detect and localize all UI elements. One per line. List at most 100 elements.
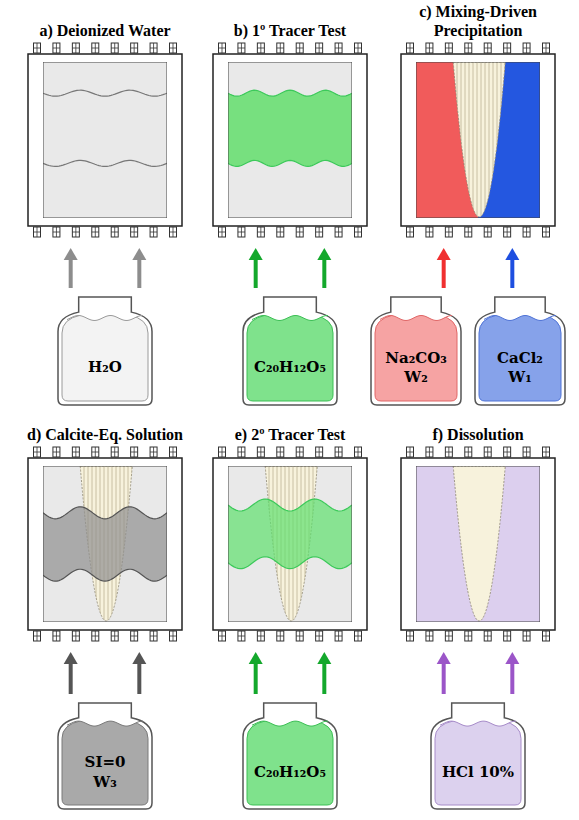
bolt xyxy=(238,227,245,237)
bolt xyxy=(92,447,99,457)
bolt xyxy=(170,43,177,53)
bolt xyxy=(111,631,118,641)
bolt xyxy=(543,227,550,237)
arrow-shaft xyxy=(69,259,73,288)
reagent-bottle: Na₂CO₃W₂ xyxy=(370,296,462,406)
bolt xyxy=(53,227,60,237)
arrow-shaft xyxy=(442,259,446,288)
bolt xyxy=(150,227,157,237)
arrow-head xyxy=(505,652,519,664)
flow-cell-panel: f) Dissolution xyxy=(400,426,556,644)
bolt xyxy=(92,631,99,641)
bolt xyxy=(484,43,491,53)
bolt xyxy=(53,631,60,641)
bolt xyxy=(131,227,138,237)
bolt xyxy=(426,631,433,641)
arrow-shaft xyxy=(322,663,326,694)
bolt xyxy=(72,227,79,237)
bolt xyxy=(92,43,99,53)
tracer-band xyxy=(228,90,352,166)
arrow-head xyxy=(505,248,519,260)
bolt xyxy=(170,447,177,457)
flow-cell-panel: d) Calcite-Eq. Solution xyxy=(27,426,183,644)
arrow-head xyxy=(64,652,78,664)
bolt xyxy=(72,43,79,53)
bottle-outline xyxy=(243,703,337,809)
bolt xyxy=(426,43,433,53)
flow-arrow xyxy=(505,652,519,694)
bolt xyxy=(296,43,303,53)
bolt xyxy=(238,43,245,53)
flow-arrow xyxy=(437,652,451,694)
arrow-shaft xyxy=(137,259,141,288)
flow-cell-drawing xyxy=(400,42,556,240)
bolt xyxy=(335,631,342,641)
bolt xyxy=(335,43,342,53)
front-line xyxy=(228,557,352,569)
arrow-shaft xyxy=(69,663,73,694)
bottle-outline xyxy=(58,703,152,809)
bolt xyxy=(277,227,284,237)
bottle-outline xyxy=(58,297,152,405)
bolt xyxy=(238,447,245,457)
arrow-shaft xyxy=(254,663,258,694)
front-line xyxy=(228,160,352,166)
precipitate-zone xyxy=(453,62,505,217)
liquid-surface xyxy=(252,721,328,726)
bolt xyxy=(53,447,60,457)
flow-cell xyxy=(43,466,167,622)
bolt xyxy=(523,447,530,457)
reagent-bottle: C₂₀H₁₂O₅ xyxy=(242,702,338,810)
bolt xyxy=(111,43,118,53)
bottle-liquid xyxy=(247,707,333,805)
flow-cell xyxy=(416,466,540,622)
front-line xyxy=(228,499,352,511)
panel-title: e) 2º Tracer Test xyxy=(195,426,385,444)
reagent-label: C₂₀H₁₂O₅ xyxy=(254,763,326,783)
bolt xyxy=(131,631,138,641)
bottle-drawing xyxy=(430,702,526,810)
bolt xyxy=(34,447,41,457)
reagent-bottle: HCl 10% xyxy=(430,702,526,810)
bolt xyxy=(219,631,226,641)
flow-arrow xyxy=(64,248,78,288)
bolt xyxy=(484,227,491,237)
bolt xyxy=(465,447,472,457)
liquid-surface xyxy=(440,721,516,726)
bolt xyxy=(445,227,452,237)
flow-arrow xyxy=(437,248,451,288)
bolt xyxy=(277,631,284,641)
flow-cell xyxy=(43,62,167,218)
cell-frame xyxy=(28,54,182,226)
reagent-bottle: SI=0W₃ xyxy=(57,702,153,810)
cell-frame xyxy=(401,54,555,226)
bottle-drawing xyxy=(57,296,153,406)
flow-cell-drawing xyxy=(212,42,368,240)
bolt xyxy=(92,227,99,237)
bolt xyxy=(111,227,118,237)
flow-cell-panel: e) 2º Tracer Test xyxy=(212,426,368,644)
cell-background xyxy=(416,62,540,218)
cell-frame xyxy=(213,458,367,630)
panel-title: f) Dissolution xyxy=(383,426,573,444)
front-line xyxy=(228,90,352,96)
arrow-shaft xyxy=(137,663,141,694)
cell-background xyxy=(416,466,540,622)
bottle-liquid xyxy=(62,707,148,805)
bolt xyxy=(34,227,41,237)
reagent-label: W₂ xyxy=(404,368,427,388)
liquid-surface xyxy=(484,316,556,321)
bolt xyxy=(523,43,530,53)
bottle-liquid xyxy=(479,301,561,401)
cell-background xyxy=(228,466,352,622)
liquid-surface xyxy=(67,316,143,321)
reagent-label: SI=0 xyxy=(85,753,126,773)
bolt xyxy=(445,43,452,53)
liquid-surface xyxy=(252,316,328,321)
bolt xyxy=(257,227,264,237)
flow-arrow xyxy=(132,248,146,288)
bolt xyxy=(355,631,362,641)
bolt xyxy=(504,447,511,457)
liquid-surface xyxy=(67,721,143,726)
cell-background xyxy=(228,62,352,218)
